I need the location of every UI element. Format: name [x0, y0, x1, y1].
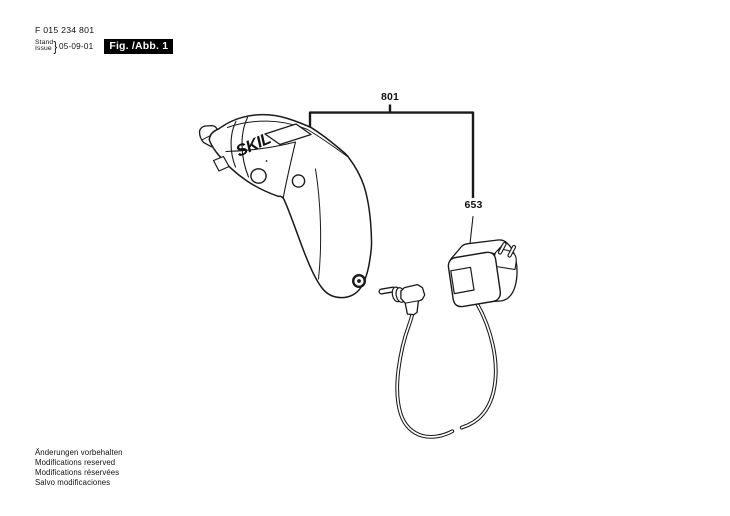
screwdriver: SKIL [198, 114, 373, 299]
screwdriver-body [208, 114, 373, 299]
dc-plug [378, 283, 426, 316]
charger-front-face [447, 251, 502, 308]
charger-label-window [450, 266, 475, 295]
figure-number-box: Fig. /Abb. 1 [104, 38, 174, 54]
disclaimer-line-es: Salvo modificaciones [35, 478, 111, 487]
callout-653: 653 [464, 199, 483, 211]
callout-bracket-801 [308, 104, 475, 198]
disclaimer-line-en: Modifications reserved [35, 458, 116, 467]
footer-disclaimer: Änderungen vorbehalten Modifications res… [35, 448, 123, 488]
header: F 015 234 801 Stand Issue } 05-09-01 Fig… [35, 25, 174, 54]
plug-prongs [497, 241, 517, 258]
charger-unit [447, 239, 518, 308]
trigger-button [291, 174, 306, 188]
battery-indicator-panel [264, 123, 312, 146]
brace-glyph: } [53, 38, 58, 54]
disclaimer-line-de: Änderungen vorbehalten [35, 448, 123, 457]
disclaimer-line-fr: Modifications réservées [35, 468, 120, 477]
issue-label: Issue [35, 45, 52, 52]
callout-801: 801 [380, 91, 400, 103]
direction-button [250, 168, 267, 184]
part-number: F 015 234 801 [35, 25, 95, 35]
stand-label: Stand [35, 38, 54, 46]
power-cord [394, 300, 499, 440]
nose-pad [212, 155, 230, 172]
issue-date: 05-09-01 [58, 41, 94, 51]
stand-issue-label: Stand Issue [35, 38, 54, 53]
